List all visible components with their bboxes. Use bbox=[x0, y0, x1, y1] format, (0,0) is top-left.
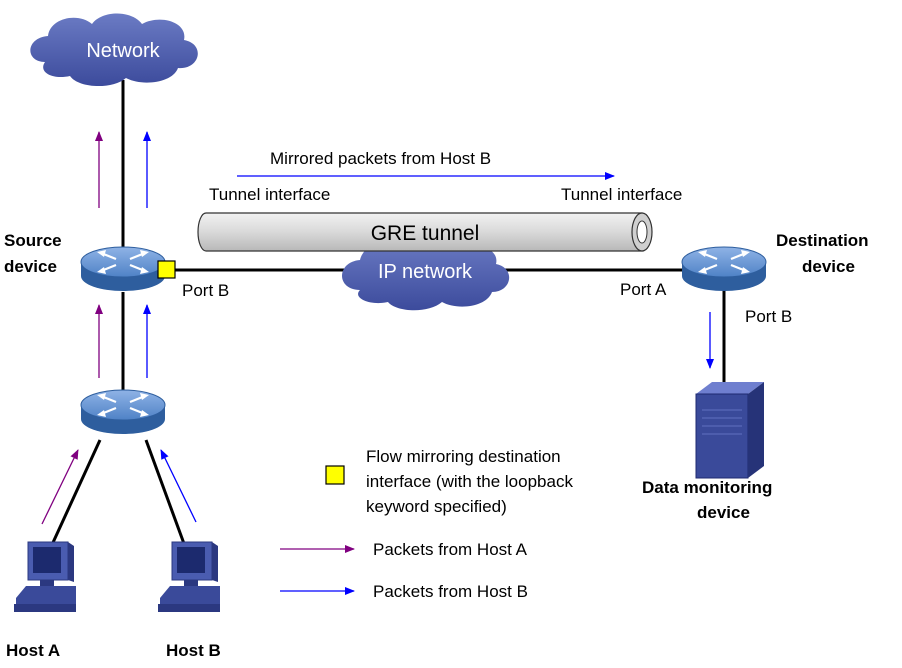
link-switch-hostb bbox=[144, 439, 192, 561]
gre-tunnel: GRE tunnel bbox=[197, 212, 653, 252]
legend-host-b-label: Packets from Host B bbox=[373, 582, 528, 601]
link-switch-hosta bbox=[43, 439, 102, 561]
access-switch bbox=[79, 388, 167, 436]
source-port-b: Port B bbox=[182, 281, 229, 300]
dest-port-a: Port A bbox=[620, 280, 667, 299]
source-device-label-1: Source bbox=[4, 231, 62, 250]
mirrored-packets-label: Mirrored packets from Host B bbox=[270, 149, 491, 168]
destination-device-label-1: Destination bbox=[776, 231, 869, 250]
host-a-label: Host A bbox=[6, 641, 60, 660]
legend-host-a-label: Packets from Host A bbox=[373, 540, 528, 559]
legend-interface-marker bbox=[325, 465, 345, 485]
monitoring-device-label-2: device bbox=[697, 503, 750, 522]
destination-device-label-2: device bbox=[802, 257, 855, 276]
ip-network-cloud: IP network bbox=[342, 237, 510, 311]
source-device bbox=[79, 245, 167, 293]
host-a-pc bbox=[13, 541, 77, 613]
dest-port-b: Port B bbox=[745, 307, 792, 326]
source-device-label-2: device bbox=[4, 257, 57, 276]
tunnel-interface-left: Tunnel interface bbox=[209, 185, 330, 204]
ip-network-label: IP network bbox=[378, 261, 473, 283]
legend-interface-line-2: interface (with the loopback bbox=[366, 472, 573, 491]
legend-interface-line-1: Flow mirroring destination bbox=[366, 447, 561, 466]
network-cloud: Network bbox=[30, 13, 198, 87]
legend: Flow mirroring destination interface (wi… bbox=[280, 447, 573, 601]
legend-interface-line-3: keyword specified) bbox=[366, 497, 507, 516]
host-a-arrow-switch bbox=[41, 449, 79, 525]
network-label: Network bbox=[86, 40, 160, 62]
monitoring-device-label-1: Data monitoring bbox=[642, 478, 772, 497]
traffic-arrows bbox=[41, 131, 714, 525]
server-icon bbox=[695, 382, 764, 479]
gre-tunnel-label: GRE tunnel bbox=[371, 222, 480, 245]
flow-mirroring-interface-marker bbox=[157, 260, 176, 279]
host-b-arrow-switch bbox=[160, 449, 197, 523]
host-b-label: Host B bbox=[166, 641, 221, 660]
host-b-pc bbox=[157, 541, 221, 613]
tunnel-interface-right: Tunnel interface bbox=[561, 185, 682, 204]
destination-device bbox=[680, 245, 768, 293]
